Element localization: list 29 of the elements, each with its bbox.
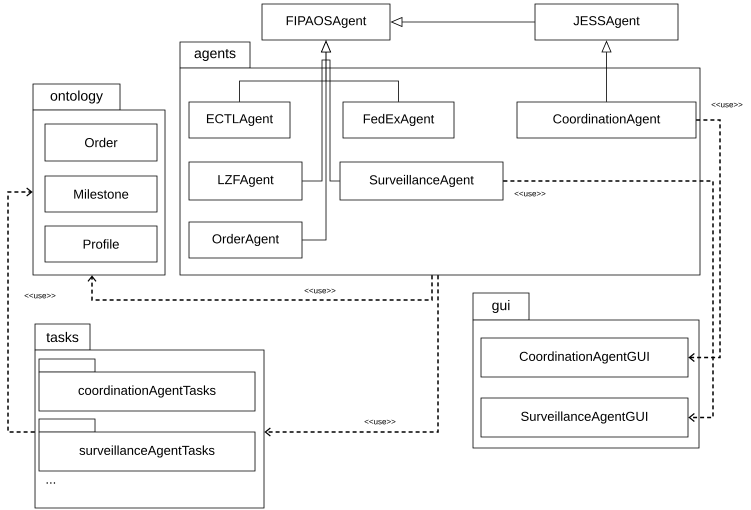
edge-label: <<use>> — [514, 191, 546, 197]
node-label: agents — [194, 49, 236, 61]
dependency-arrow — [503, 180, 714, 422]
class-box: Profile — [44, 226, 158, 262]
dependency-arrow — [688, 119, 721, 362]
node-label: gui — [492, 300, 510, 314]
package: coordinationAgentTasks — [38, 358, 256, 412]
class-box: SurveillanceAgentGUI — [480, 398, 688, 438]
dependency-arrow — [88, 275, 433, 301]
class-box: SurveillanceAgent — [340, 162, 504, 200]
dependency-arrow — [264, 275, 439, 436]
class-box: JESSAgent — [534, 4, 678, 40]
dependency-arrow — [7, 188, 35, 433]
class-box: CoordinationAgentGUI — [480, 338, 688, 378]
class-box: FIPAOSAgent — [262, 4, 390, 40]
node-label: tasks — [46, 332, 78, 342]
node-label: ontology — [50, 90, 103, 104]
class-box: LZFAgent — [188, 162, 302, 200]
class-box: FedExAgent — [342, 102, 454, 138]
class-box: ECTLAgent — [188, 102, 290, 138]
class-box: Milestone — [44, 176, 158, 212]
edge-label: <<use>> — [710, 102, 744, 108]
class-box: OrderAgent — [188, 222, 302, 258]
edge-label: <<use>> — [304, 288, 336, 294]
edge-label: <<use>> — [24, 293, 56, 299]
edge-label: <<use>> — [364, 419, 396, 425]
package: surveillanceAgentTasks — [38, 418, 256, 472]
class-box: Order — [44, 124, 158, 162]
class-box: CoordinationAgent — [516, 102, 696, 138]
